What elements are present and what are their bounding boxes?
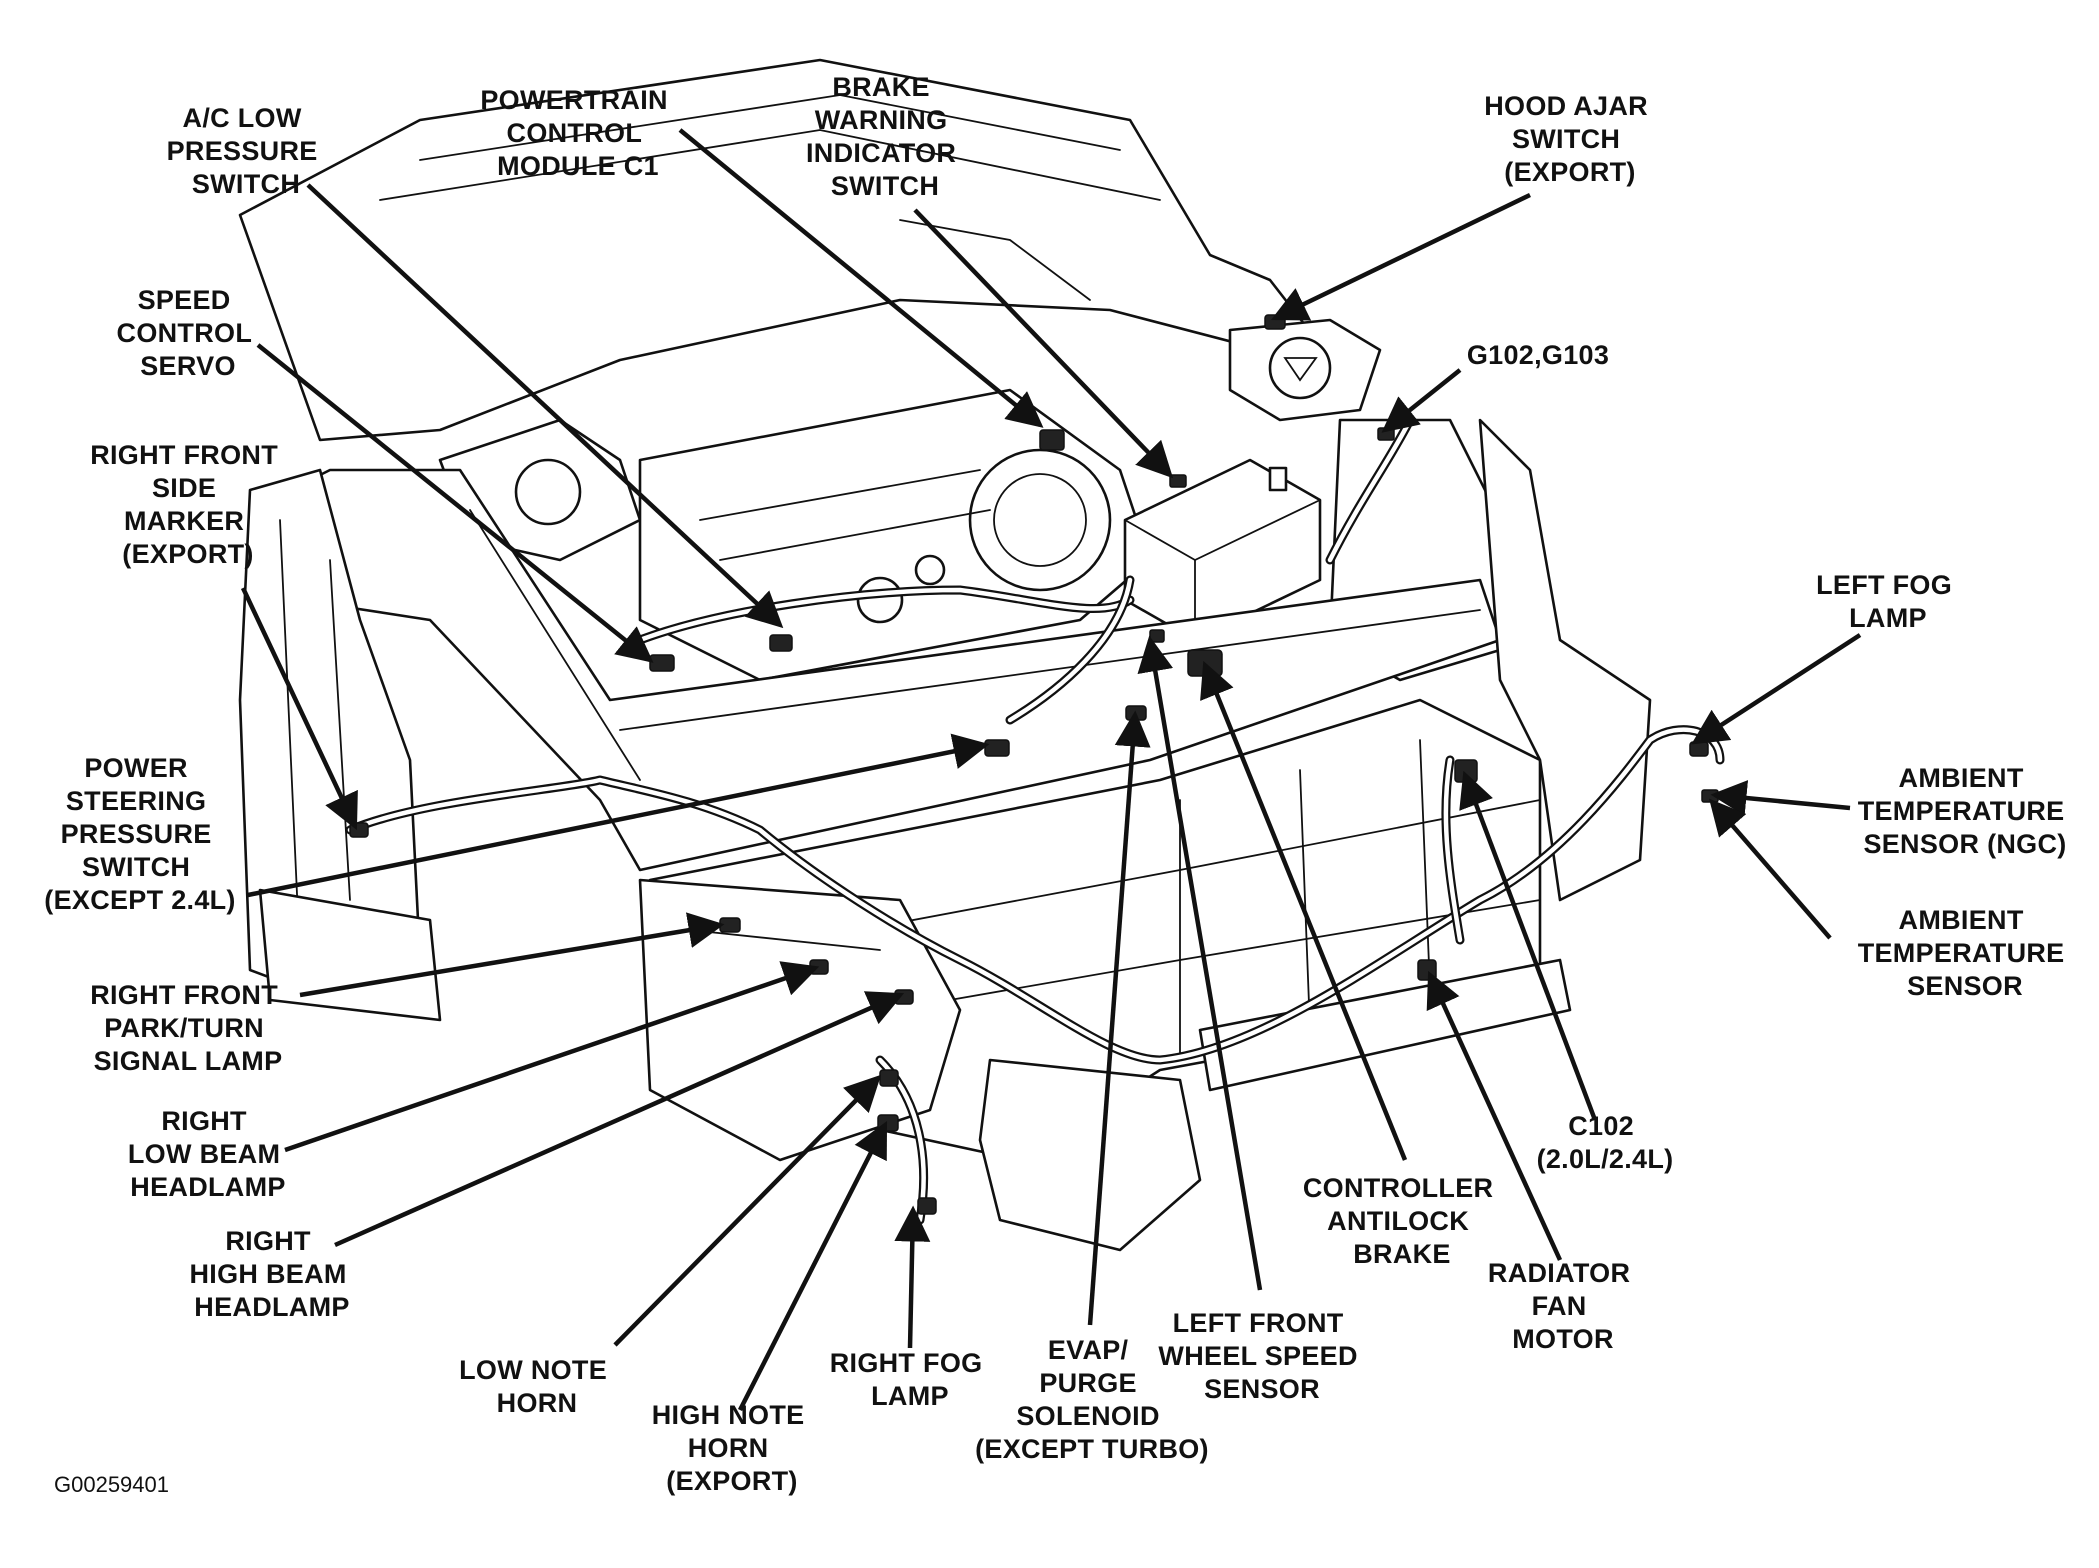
callout-leader-lines xyxy=(240,128,1862,1412)
label-power-steering-pressure-switch: POWER STEERING PRESSURE SWITCH (EXCEPT 2… xyxy=(44,753,235,915)
label-powertrain-control-module: POWERTRAIN CONTROL MODULE C1 xyxy=(480,85,675,181)
label-controller-antilock-brake: CONTROLLER ANTILOCK BRAKE xyxy=(1303,1173,1501,1269)
label-right-fog-lamp: RIGHT FOG LAMP xyxy=(830,1348,991,1411)
label-hood-ajar-switch: HOOD AJAR SWITCH (EXPORT) xyxy=(1484,91,1656,187)
label-ambient-temperature-sensor: AMBIENT TEMPERATURE SENSOR xyxy=(1858,905,2073,1001)
label-speed-control-servo: SPEED CONTROL SERVO xyxy=(117,285,260,381)
label-radiator-fan-motor: RADIATOR FAN MOTOR xyxy=(1488,1258,1638,1354)
label-brake-warning-indicator-switch: BRAKE WARNING INDICATOR SWITCH xyxy=(806,72,964,201)
label-right-low-beam-headlamp: RIGHT LOW BEAM HEADLAMP xyxy=(128,1106,288,1202)
label-high-note-horn: HIGH NOTE HORN (EXPORT) xyxy=(652,1400,813,1496)
label-left-front-wheel-speed-sensor: LEFT FRONT WHEEL SPEED SENSOR xyxy=(1158,1308,1365,1404)
label-right-high-beam-headlamp: RIGHT HIGH BEAM HEADLAMP xyxy=(189,1226,354,1322)
callout-labels: A/C LOW PRESSURE SWITCH POWERTRAIN CONTR… xyxy=(44,72,2073,1497)
label-g102-g103: G102,G103 xyxy=(1467,340,1609,370)
label-low-note-horn: LOW NOTE HORN xyxy=(459,1355,615,1418)
label-left-fog-lamp: LEFT FOG LAMP xyxy=(1816,570,1960,633)
label-ac-low-pressure-switch: A/C LOW PRESSURE SWITCH xyxy=(167,103,326,199)
label-right-front-park-turn-signal-lamp: RIGHT FRONT PARK/TURN SIGNAL LAMP xyxy=(90,980,286,1076)
label-c102: C102 (2.0L/2.4L) xyxy=(1537,1111,1674,1174)
figure-id: G00259401 xyxy=(54,1472,169,1497)
label-evap-purge-solenoid: EVAP/ PURGE SOLENOID (EXCEPT TURBO) xyxy=(975,1335,1209,1464)
engine-compartment-drawing xyxy=(238,58,1725,1252)
label-right-front-side-marker: RIGHT FRONT SIDE MARKER (EXPORT) xyxy=(90,440,286,569)
label-ambient-temperature-sensor-ngc: AMBIENT TEMPERATURE SENSOR (NGC) xyxy=(1858,763,2073,859)
